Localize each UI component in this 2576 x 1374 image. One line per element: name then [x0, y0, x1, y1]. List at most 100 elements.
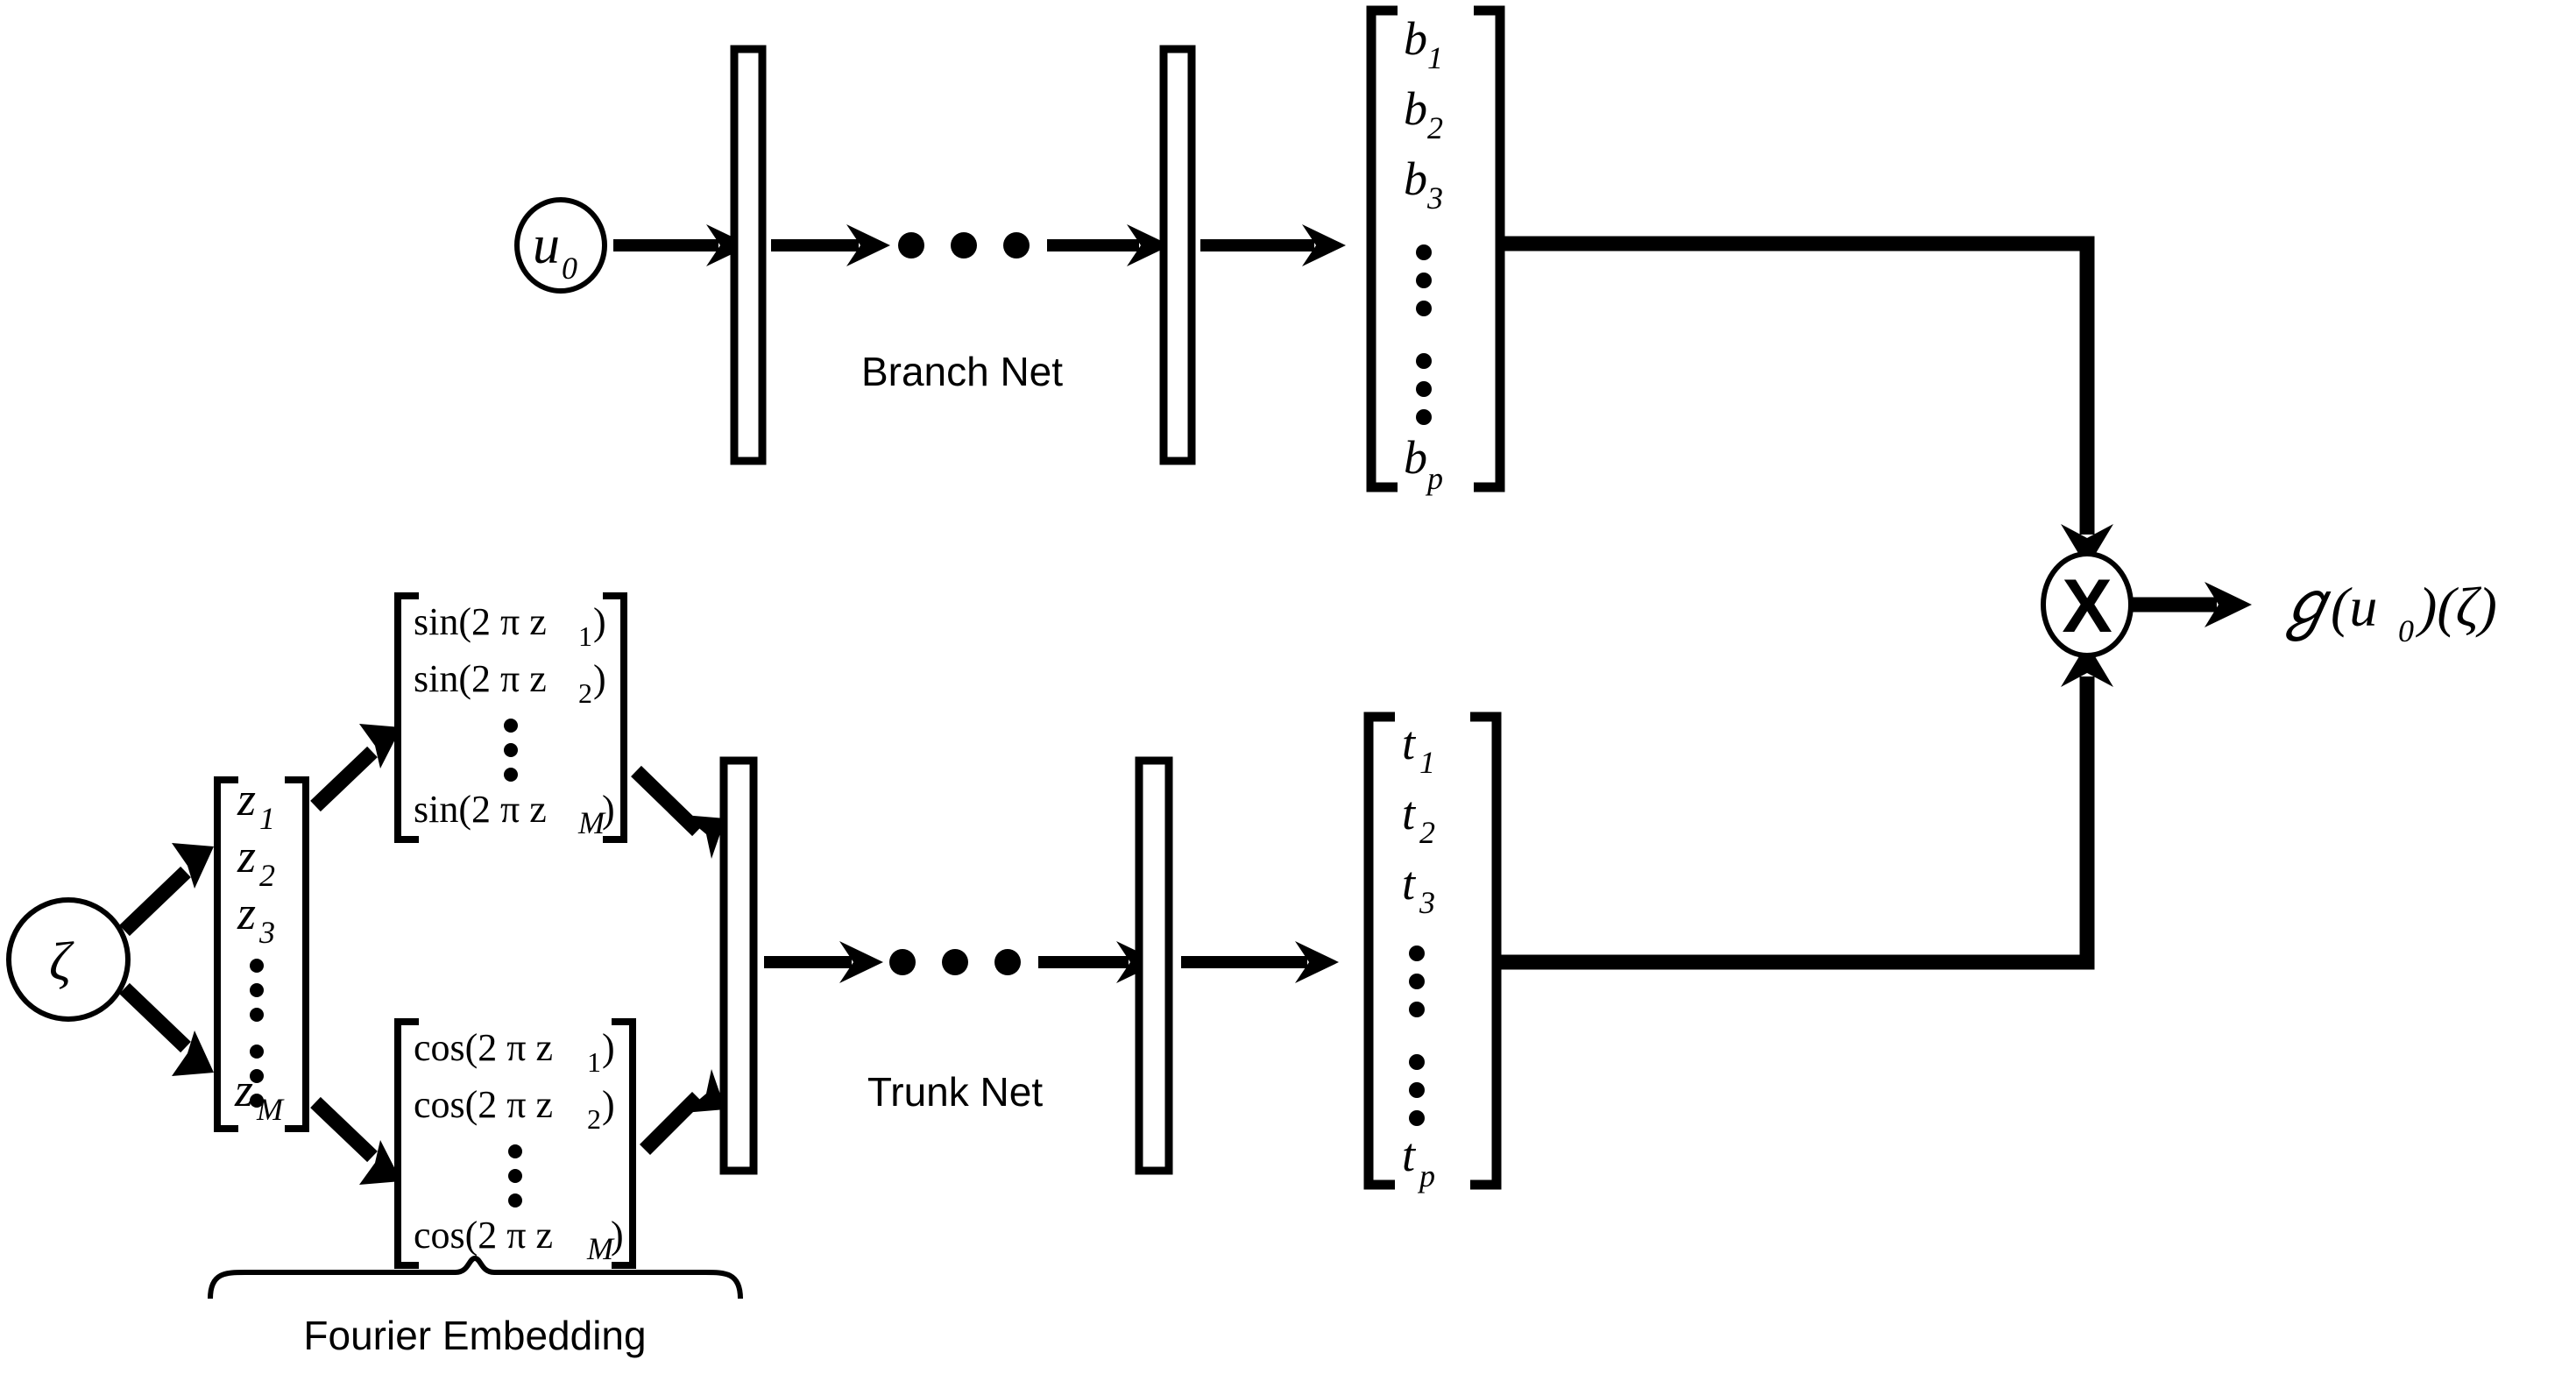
- sin-row-1-sub: 1: [578, 620, 592, 652]
- trunk-arrow-input-lower: [119, 982, 214, 1076]
- merge-operator-glyph: X: [2062, 564, 2112, 648]
- cos-block-right-bracket: [612, 1018, 636, 1269]
- sin-row-last: sin(2 π z M ): [414, 788, 615, 840]
- branch-vector-subscript-1: 1: [1427, 40, 1443, 75]
- output-expression: ℊ (u 0 )(ζ): [2275, 570, 2497, 648]
- trunk-input-circle: [6, 897, 131, 1022]
- trunk-coord-entry-2: z: [237, 830, 256, 882]
- branch-vector-subscript-3: 3: [1426, 181, 1443, 216]
- branch-vector-entry-1: b: [1404, 12, 1427, 65]
- cos-block-left-bracket: [394, 1018, 419, 1269]
- cos-row-last-close: ): [611, 1214, 624, 1257]
- trunk-vector-subscript-last: p: [1417, 1158, 1435, 1193]
- fourier-embedding-brace: [208, 1255, 743, 1300]
- trunk-vector-entry-last: t: [1402, 1129, 1417, 1181]
- sin-row-2-sub: 2: [578, 677, 592, 709]
- branch-vector-entry-last: b: [1404, 431, 1427, 484]
- trunk-vector-vdots: [1409, 946, 1425, 1126]
- arrow-coord-to-sin: [310, 724, 401, 812]
- trunk-to-merge-connector: [1497, 643, 2113, 970]
- sin-row-2: sin(2 π z 2 ): [414, 657, 606, 709]
- branch-arrow-input-to-layer1: [613, 224, 750, 266]
- trunk-output-vector: t 1 t 2 t 3 t p: [1363, 712, 1502, 1193]
- branch-to-merge-connector: [1500, 236, 2113, 568]
- fourier-embedding-label: Fourier Embedding: [303, 1313, 646, 1358]
- arrow-cos-to-trunk-layer1: [639, 1069, 725, 1156]
- trunk-input-label: ζ: [49, 932, 74, 992]
- trunk-coord-vdots: [250, 959, 264, 1108]
- merge-operator-circle: [2041, 551, 2134, 658]
- output-expr-tail: )(ζ): [2415, 576, 2497, 638]
- branch-net-label: Branch Net: [861, 349, 1063, 394]
- cos-row-1-close: ): [602, 1026, 615, 1069]
- branch-vector-entry-2: b: [1404, 82, 1427, 135]
- branch-arrow-layer2-to-output: [1200, 224, 1346, 266]
- sin-row-last-sub: M: [577, 805, 606, 840]
- cos-row-1: cos(2 π z 1 ): [414, 1026, 615, 1078]
- trunk-coord-subscript-3: 3: [258, 915, 275, 950]
- trunk-input-node: ζ: [6, 897, 131, 1022]
- fourier-cos-block: cos(2 π z 1 ) cos(2 π z 2 ) cos(2 π z M …: [394, 1018, 636, 1269]
- fourier-sin-block: sin(2 π z 1 ) sin(2 π z 2 ) sin(2 π z M …: [394, 592, 627, 843]
- output-expr-head: (u: [2331, 576, 2377, 638]
- cos-row-last-fn: cos(2 π z: [414, 1214, 553, 1257]
- trunk-net-label: Trunk Net: [867, 1069, 1043, 1115]
- trunk-ellipsis-dots: [889, 949, 1021, 975]
- trunk-arrow-input-upper: [119, 843, 214, 937]
- trunk-coord-subscript-last: M: [256, 1092, 285, 1127]
- branch-vector-entry-3: b: [1404, 152, 1427, 205]
- sin-row-2-fn: sin(2 π z: [414, 657, 547, 700]
- trunk-coord-right-bracket: [285, 776, 309, 1132]
- sin-block-left-bracket: [394, 592, 419, 843]
- branch-input-circle: [514, 197, 607, 294]
- sin-row-last-close: ): [602, 788, 615, 831]
- brace-path: [208, 1255, 743, 1300]
- trunk-coord-vector: z 1 z 2 z 3 z M: [214, 773, 309, 1132]
- branch-hidden-layer-2: [1159, 45, 1196, 465]
- cos-row-2-fn: cos(2 π z: [414, 1083, 553, 1126]
- trunk-vector-entry-2: t: [1402, 787, 1417, 839]
- branch-vector-subscript-last: p: [1425, 461, 1443, 496]
- branch-vector-left-bracket: [1366, 5, 1398, 492]
- cos-row-1-sub: 1: [587, 1046, 601, 1078]
- sin-row-1-close: ): [593, 600, 606, 643]
- trunk-arrow-layer2-to-output: [1181, 941, 1339, 983]
- sin-block-right-bracket: [603, 592, 627, 843]
- cos-row-2: cos(2 π z 2 ): [414, 1083, 615, 1135]
- output-expr-subscript: 0: [2398, 613, 2414, 648]
- trunk-vector-entry-1: t: [1402, 717, 1417, 769]
- trunk-hidden-layer-1: [719, 756, 758, 1175]
- cos-row-2-close: ): [602, 1083, 615, 1126]
- trunk-vector-subscript-3: 3: [1419, 885, 1435, 920]
- trunk-coord-entry-1: z: [237, 773, 256, 825]
- branch-vector-subscript-2: 2: [1427, 110, 1443, 145]
- merge-operator-node: X: [2041, 551, 2134, 658]
- branch-vector-vdots: [1416, 244, 1432, 425]
- cos-row-last-sub: M: [586, 1231, 615, 1266]
- sin-block-vdots: [504, 719, 518, 782]
- branch-vector-right-bracket: [1474, 5, 1505, 492]
- trunk-arrow-layer1-to-dots: [764, 941, 883, 983]
- arrow-coord-to-cos: [310, 1096, 401, 1185]
- sin-row-1: sin(2 π z 1 ): [414, 600, 606, 652]
- arrow-sin-to-trunk-layer1: [631, 765, 725, 859]
- cos-row-1-fn: cos(2 π z: [414, 1026, 553, 1069]
- branch-arrow-dots-to-layer2: [1047, 224, 1171, 266]
- sin-row-1-fn: sin(2 π z: [414, 600, 547, 643]
- branch-output-vector: b 1 b 2 b 3 b p: [1366, 5, 1505, 496]
- output-script-g: ℊ: [2275, 570, 2338, 641]
- trunk-vector-entry-3: t: [1402, 857, 1417, 910]
- cos-row-last: cos(2 π z M ): [414, 1214, 624, 1266]
- sin-row-2-close: ): [593, 657, 606, 700]
- trunk-vector-right-bracket: [1470, 712, 1502, 1190]
- trunk-hidden-layer-2: [1135, 756, 1173, 1175]
- trunk-coord-subscript-1: 1: [259, 801, 275, 836]
- trunk-vector-subscript-2: 2: [1419, 815, 1435, 850]
- cos-block-vdots: [508, 1144, 522, 1208]
- trunk-vector-subscript-1: 1: [1419, 745, 1435, 780]
- trunk-vector-left-bracket: [1363, 712, 1395, 1190]
- merge-output-arrow: [2133, 582, 2252, 627]
- branch-input-label: u: [533, 216, 560, 275]
